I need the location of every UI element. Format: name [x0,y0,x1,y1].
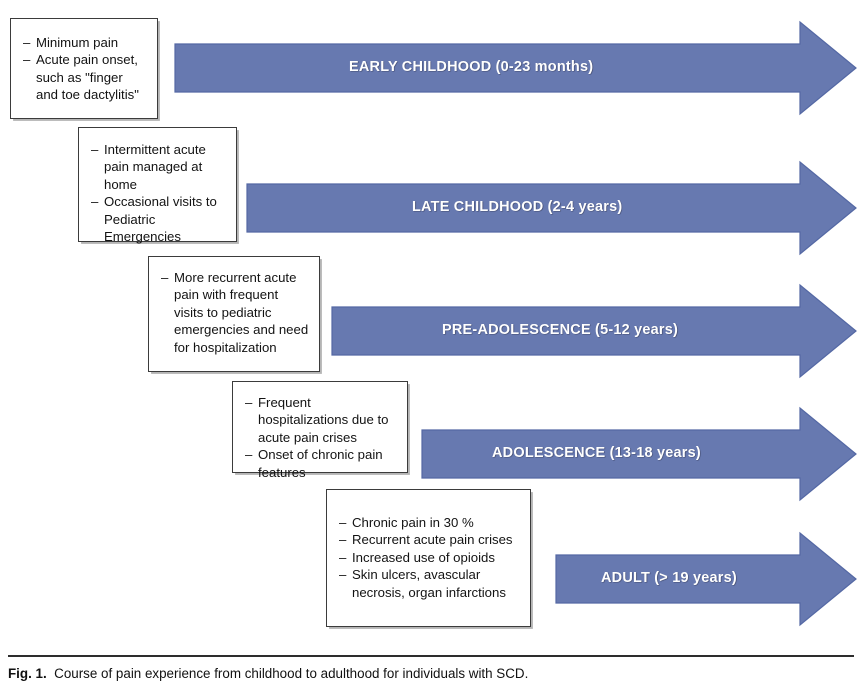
info-box-early-childhood: Minimum pain Acute pain onset, such as "… [10,18,158,119]
caption-divider [8,655,854,657]
list-item: Frequent hospitalizations due to acute p… [245,394,397,446]
bullet-list: Frequent hospitalizations due to acute p… [245,394,397,481]
caption-text: Course of pain experience from childhood… [54,666,529,681]
arrow-shape-icon [331,283,857,379]
list-item: Minimum pain [23,34,147,52]
list-item: Acute pain onset, such as "finger and to… [23,51,147,103]
list-item: Onset of chronic pain features [245,446,397,481]
list-item: Increased use of opioids [339,549,520,567]
arrow-pre-adolescence: PRE-ADOLESCENCE (5-12 years) [331,283,857,379]
list-item: More recurrent acute pain with frequent … [161,269,309,356]
bullet-list: Minimum pain Acute pain onset, such as "… [23,34,147,104]
caption-label: Fig. 1. [8,666,47,681]
list-item: Skin ulcers, avascular necrosis, organ i… [339,566,520,601]
arrow-adolescence: ADOLESCENCE (13-18 years) [421,406,857,502]
bullet-list: More recurrent acute pain with frequent … [161,269,309,356]
list-item: Chronic pain in 30 % [339,514,520,532]
arrow-shape-icon [555,531,857,627]
arrow-shape-icon [174,20,857,116]
info-box-adult: Chronic pain in 30 % Recurrent acute pai… [326,489,531,627]
bullet-list: Chronic pain in 30 % Recurrent acute pai… [339,514,520,601]
arrow-adult: ADULT (> 19 years) [555,531,857,627]
list-item: Occasional visits to Pediatric Emergenci… [91,193,226,245]
arrow-shape-icon [421,406,857,502]
figure-caption: Fig. 1. Course of pain experience from c… [8,664,854,684]
bullet-list: Intermittent acute pain managed at home … [91,141,226,245]
info-box-pre-adolescence: More recurrent acute pain with frequent … [148,256,320,372]
info-box-adolescence: Frequent hospitalizations due to acute p… [232,381,408,480]
list-item: Intermittent acute pain managed at home [91,141,226,193]
arrow-early-childhood: EARLY CHILDHOOD (0-23 months) [174,20,857,116]
arrow-late-childhood: LATE CHILDHOOD (2-4 years) [246,160,857,256]
info-box-late-childhood: Intermittent acute pain managed at home … [78,127,237,245]
arrow-shape-icon [246,160,857,256]
list-item: Recurrent acute pain crises [339,531,520,549]
